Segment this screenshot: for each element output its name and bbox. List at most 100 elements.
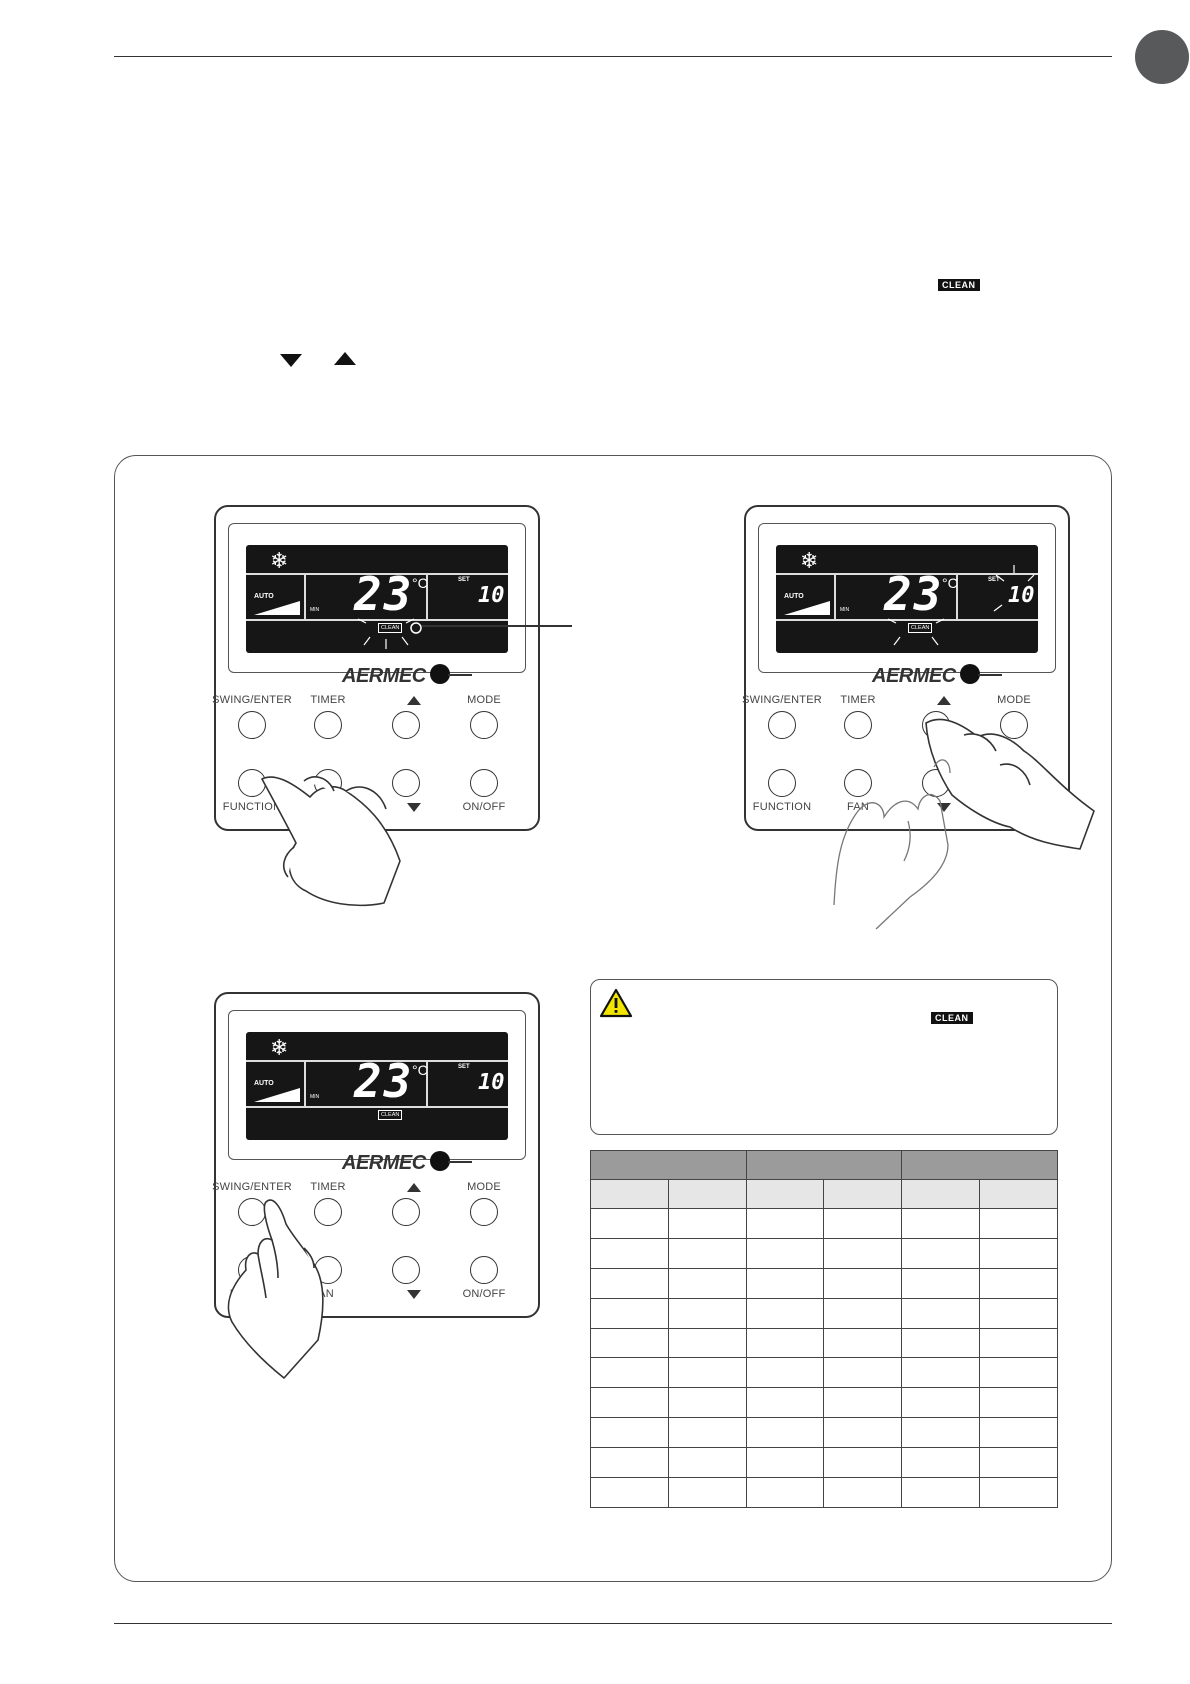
min-label: MIN bbox=[310, 607, 320, 613]
swing-enter-button[interactable] bbox=[238, 1198, 266, 1226]
remote-controller-step2: ❄ AUTO MIN 23 °C SET 10 CLEAN AERMEC SWI… bbox=[742, 505, 1095, 930]
hand-pressing-icon bbox=[261, 776, 401, 907]
remote-controller-step1: ❄ AUTO MIN 23 °C SET 10 CLEAN AERMEC SWI… bbox=[212, 505, 540, 907]
figure-frame bbox=[114, 455, 1112, 1582]
warning-triangle-icon bbox=[599, 988, 633, 1018]
arrow-up-icon bbox=[407, 1183, 421, 1192]
blink-rays-icon bbox=[887, 565, 1035, 646]
function-button[interactable] bbox=[238, 769, 266, 797]
set-label: SET bbox=[458, 1064, 470, 1070]
timer-button[interactable] bbox=[314, 711, 342, 739]
label-timer: TIMER bbox=[310, 1181, 346, 1193]
brand-logo: AERMEC bbox=[872, 665, 956, 687]
on-off-button[interactable] bbox=[470, 769, 498, 797]
arrow-down-icon bbox=[407, 1290, 421, 1299]
min-label: MIN bbox=[310, 1094, 320, 1100]
min-label: MIN bbox=[840, 607, 850, 613]
label-swing-enter: SWING/ENTER bbox=[742, 694, 822, 706]
arrow-down-icon bbox=[937, 803, 951, 812]
down-button[interactable] bbox=[392, 1256, 420, 1284]
snowflake-icon: ❄ bbox=[800, 549, 819, 574]
arrow-up-icon bbox=[407, 696, 421, 705]
lcd-display: ❄ AUTO MIN 23 °C SET 10 CLEAN bbox=[246, 545, 508, 653]
set-label: SET bbox=[458, 577, 470, 583]
brand-logo: AERMEC bbox=[342, 1152, 426, 1174]
mode-button[interactable] bbox=[1000, 711, 1028, 739]
temperature-readout: 23 bbox=[354, 1054, 414, 1108]
set-label: SET bbox=[988, 577, 1000, 583]
label-on-off: ON/OFF bbox=[462, 801, 506, 813]
lcd-display: ❄ AUTO MIN 23 °C SET 10 CLEAN bbox=[776, 545, 1038, 653]
label-on-off: ON/OFF bbox=[462, 1288, 506, 1300]
display-frame bbox=[758, 523, 1056, 673]
swing-enter-button[interactable] bbox=[238, 711, 266, 739]
mode-button[interactable] bbox=[470, 1198, 498, 1226]
display-frame bbox=[228, 523, 526, 673]
lcd-clean-indicator: CLEAN bbox=[378, 1110, 403, 1120]
display-frame bbox=[228, 1010, 526, 1160]
mode-button[interactable] bbox=[470, 711, 498, 739]
table-row bbox=[590, 1357, 1058, 1389]
clean-badge: CLEAN bbox=[931, 1012, 973, 1024]
table-row bbox=[590, 1477, 1058, 1508]
timer-button[interactable] bbox=[314, 1198, 342, 1226]
down-button[interactable] bbox=[392, 769, 420, 797]
label-mode: MODE bbox=[997, 694, 1031, 706]
swing-enter-button[interactable] bbox=[768, 711, 796, 739]
arrow-up-icon bbox=[937, 696, 951, 705]
hand-pressing-icon bbox=[227, 1199, 324, 1379]
top-rule bbox=[114, 56, 1112, 57]
fan-auto-label: AUTO bbox=[784, 593, 804, 600]
up-button[interactable] bbox=[392, 711, 420, 739]
label-mode: MODE bbox=[467, 694, 501, 706]
ir-sensor-icon bbox=[430, 664, 450, 684]
fan-speed-bars-icon bbox=[254, 601, 300, 615]
bottom-rule bbox=[114, 1623, 1112, 1624]
table-header-row bbox=[590, 1150, 1058, 1180]
snowflake-icon: ❄ bbox=[270, 549, 289, 574]
timer-button[interactable] bbox=[844, 711, 872, 739]
lcd-display: ❄ AUTO MIN 23 °C SET 10 CLEAN bbox=[246, 1032, 508, 1140]
parameter-table bbox=[590, 1150, 1058, 1508]
brand-logo: AERMEC bbox=[342, 665, 426, 687]
temperature-unit: °C bbox=[412, 1062, 428, 1078]
table-row bbox=[590, 1267, 1058, 1299]
table-row bbox=[590, 1208, 1058, 1239]
temperature-readout: 23 bbox=[884, 567, 944, 621]
remote-controller-step3: ❄ AUTO MIN 23 °C SET 10 CLEAN AERMEC SWI… bbox=[212, 992, 540, 1379]
table-subheader-row bbox=[590, 1179, 1058, 1209]
fan-speed-bars-icon bbox=[254, 1088, 300, 1102]
lcd-clean-indicator: CLEAN bbox=[378, 623, 403, 633]
label-mode: MODE bbox=[467, 1181, 501, 1193]
up-button[interactable] bbox=[392, 1198, 420, 1226]
fan-auto-label: AUTO bbox=[254, 1080, 274, 1087]
arrow-up-icon bbox=[334, 352, 356, 365]
on-off-button[interactable] bbox=[470, 1256, 498, 1284]
ir-sensor-icon bbox=[430, 1151, 450, 1171]
table-row bbox=[590, 1297, 1058, 1329]
set-value: 10 bbox=[1008, 583, 1035, 608]
table-row bbox=[590, 1387, 1058, 1419]
blink-rays-icon bbox=[357, 618, 422, 649]
set-value: 10 bbox=[478, 1070, 505, 1095]
fan-speed-bars-icon bbox=[784, 601, 830, 615]
hand-pressing-icon bbox=[833, 718, 1095, 930]
label-swing-enter: SWING/ENTER bbox=[212, 1181, 292, 1193]
label-fan: FAN bbox=[847, 801, 869, 813]
table-row bbox=[590, 1447, 1058, 1479]
temperature-readout: 23 bbox=[354, 567, 414, 621]
arrow-down-icon bbox=[407, 803, 421, 812]
function-button[interactable] bbox=[768, 769, 796, 797]
table-row bbox=[590, 1417, 1058, 1449]
label-swing-enter: SWING/ENTER bbox=[212, 694, 292, 706]
fan-auto-label: AUTO bbox=[254, 593, 274, 600]
page-number-dot bbox=[1135, 30, 1189, 84]
table-row bbox=[590, 1237, 1058, 1269]
table-row bbox=[590, 1327, 1058, 1359]
snowflake-icon: ❄ bbox=[270, 1036, 289, 1061]
label-function: FUNCTION bbox=[752, 801, 812, 813]
ir-sensor-icon bbox=[960, 664, 980, 684]
label-function: FUNCTION bbox=[222, 801, 282, 813]
temperature-unit: °C bbox=[942, 575, 958, 591]
fan-button[interactable] bbox=[844, 769, 872, 797]
